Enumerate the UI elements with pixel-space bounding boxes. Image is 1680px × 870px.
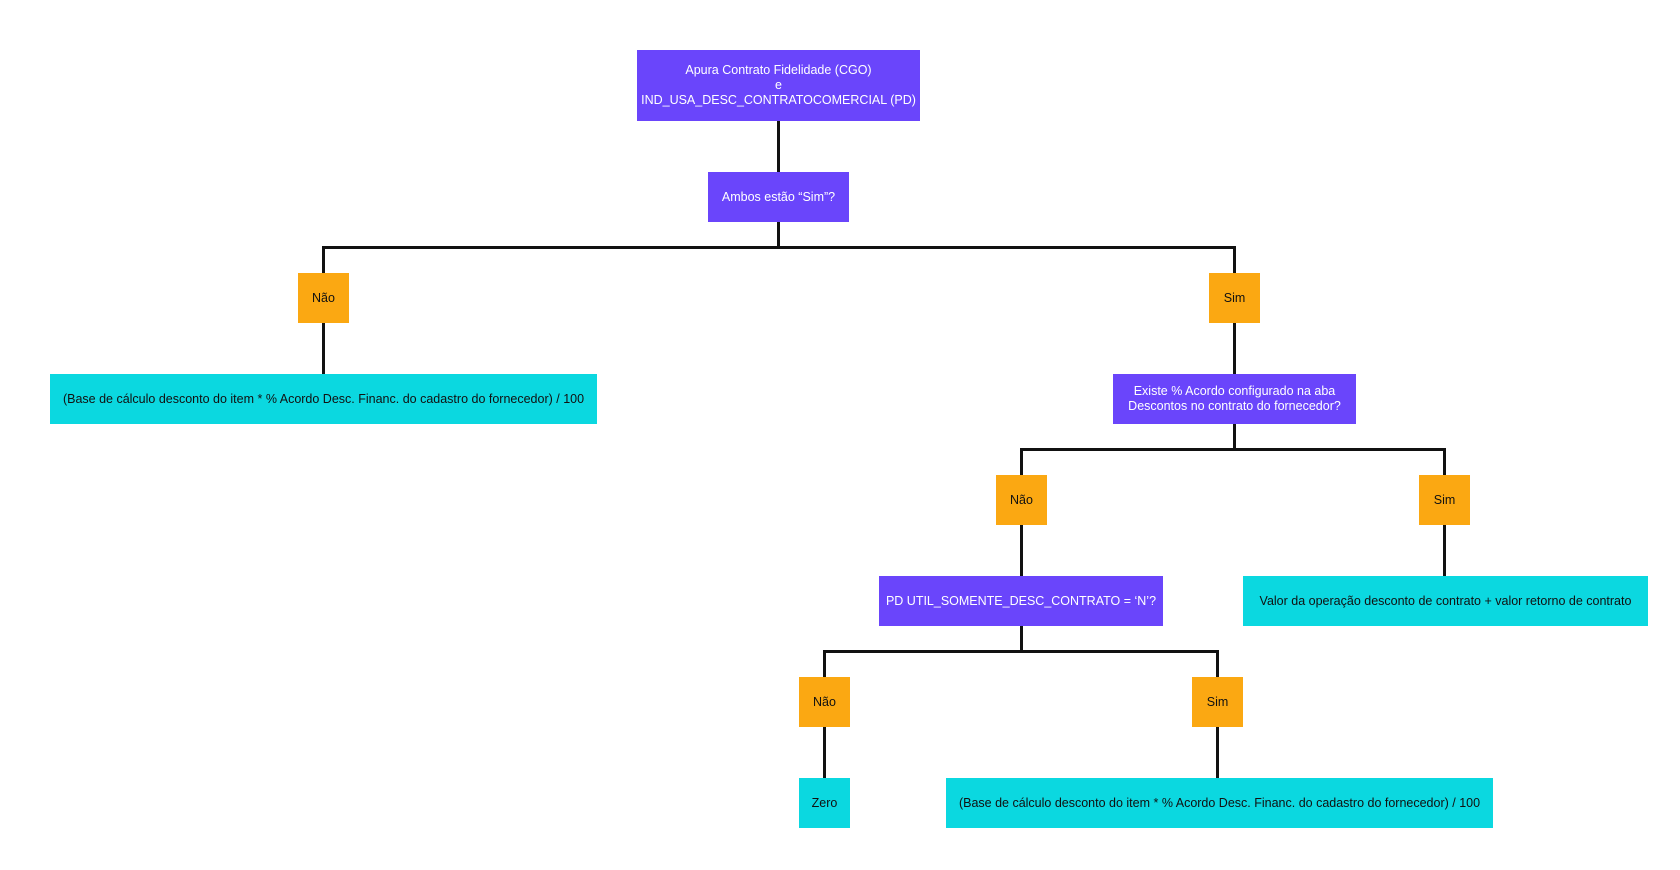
connector	[823, 650, 1219, 653]
result-formula-yes: (Base de cálculo desconto do item * % Ac…	[946, 778, 1493, 828]
result-zero: Zero	[799, 778, 850, 828]
connector	[322, 323, 325, 374]
connector	[322, 246, 325, 273]
question-both-yes: Ambos estão “Sim”?	[708, 172, 849, 222]
answer-no-1: Não	[298, 273, 349, 323]
connector	[1233, 323, 1236, 374]
answer-yes-3-label: Sim	[1206, 694, 1229, 709]
answer-yes-1: Sim	[1209, 273, 1260, 323]
connector	[1020, 626, 1023, 652]
question-util-somente: PD UTIL_SOMENTE_DESC_CONTRATO = ‘N’?	[879, 576, 1163, 626]
connector	[1216, 727, 1219, 778]
connector	[1443, 525, 1446, 576]
answer-no-3: Não	[799, 677, 850, 727]
connector	[1233, 424, 1236, 450]
result-formula-yes-label: (Base de cálculo desconto do item * % Ac…	[958, 795, 1481, 810]
answer-no-1-label: Não	[312, 290, 335, 305]
result-valor-operacao-label: Valor da operação desconto de contrato +…	[1259, 593, 1632, 608]
connector	[322, 246, 1236, 249]
question-acordo: Existe % Acordo configurado na aba Desco…	[1113, 374, 1356, 424]
answer-no-2-label: Não	[1010, 492, 1033, 507]
connector	[1020, 448, 1023, 475]
start-node: Apura Contrato Fidelidade (CGO) e IND_US…	[637, 50, 920, 121]
connector	[1020, 525, 1023, 576]
connector	[823, 727, 826, 778]
connector	[777, 121, 780, 172]
question-acordo-label: Existe % Acordo configurado na aba Desco…	[1128, 384, 1341, 413]
answer-yes-2-label: Sim	[1433, 492, 1456, 507]
answer-no-3-label: Não	[813, 694, 836, 709]
answer-no-2: Não	[996, 475, 1047, 525]
result-valor-operacao: Valor da operação desconto de contrato +…	[1243, 576, 1648, 626]
answer-yes-1-label: Sim	[1223, 290, 1246, 305]
result-formula-no: (Base de cálculo desconto do item * % Ac…	[50, 374, 597, 424]
answer-yes-2: Sim	[1419, 475, 1470, 525]
connector	[1233, 246, 1236, 273]
connector	[777, 222, 780, 248]
start-node-label: Apura Contrato Fidelidade (CGO) e IND_US…	[641, 63, 916, 107]
connector	[1020, 448, 1446, 451]
connector	[1216, 650, 1219, 677]
connector	[823, 650, 826, 677]
question-util-somente-label: PD UTIL_SOMENTE_DESC_CONTRATO = ‘N’?	[885, 593, 1157, 608]
answer-yes-3: Sim	[1192, 677, 1243, 727]
question-both-yes-label: Ambos estão “Sim”?	[721, 189, 836, 204]
result-zero-label: Zero	[811, 795, 838, 810]
connector	[1443, 448, 1446, 475]
result-formula-no-label: (Base de cálculo desconto do item * % Ac…	[62, 391, 585, 406]
